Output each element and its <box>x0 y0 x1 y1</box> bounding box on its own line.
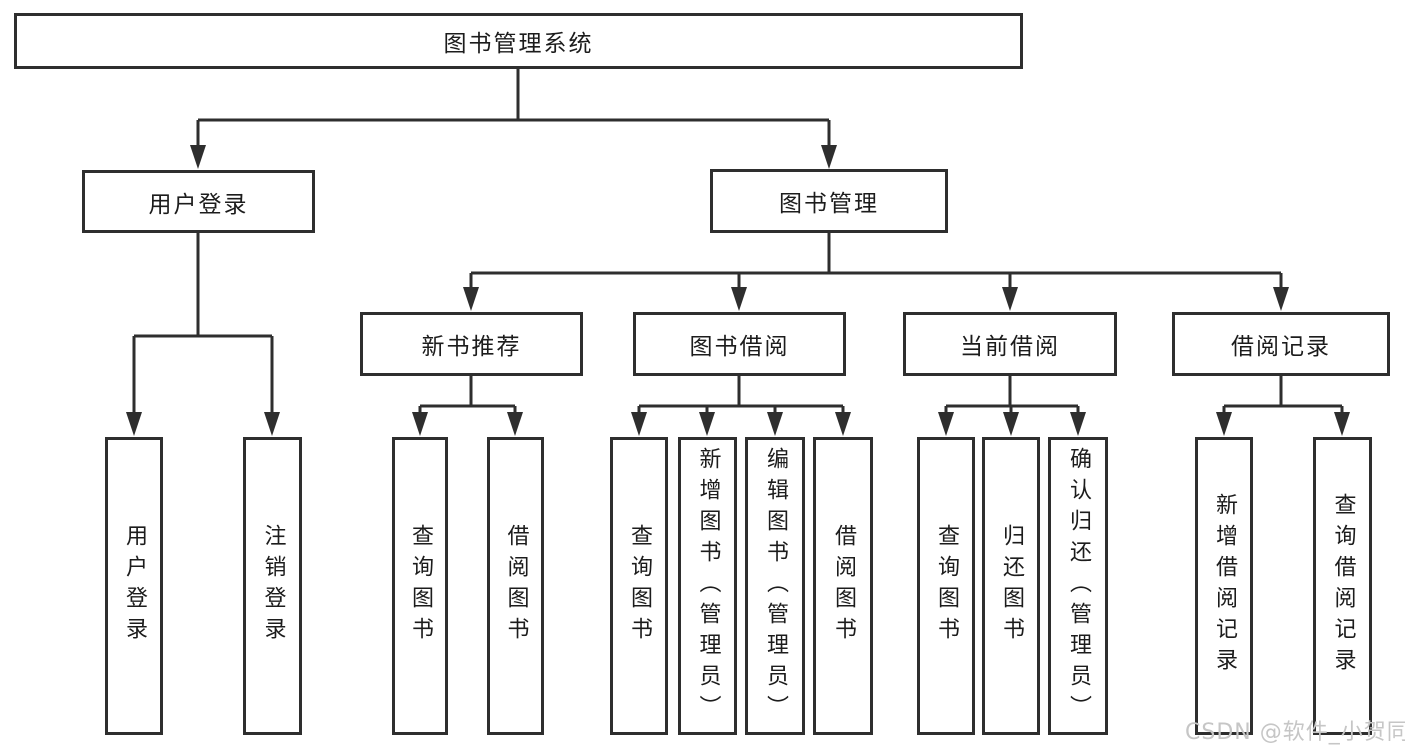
node-leaf-borrow-books-recommend: 借阅图书 <box>487 437 544 735</box>
node-leaf-query-books-recommend: 查询图书 <box>392 437 448 735</box>
node-leaf-return-books: 归还图书 <box>982 437 1040 735</box>
node-leaf-logout: 注销登录 <box>243 437 302 735</box>
node-leaf-add-borrow-record: 新增借阅记录 <box>1195 437 1253 735</box>
node-leaf-edit-book-admin: 编辑图书（管理员） <box>745 437 805 735</box>
node-new-book-recommendation: 新书推荐 <box>360 312 583 376</box>
node-leaf-borrow-books: 借阅图书 <box>813 437 873 735</box>
node-borrowing-records: 借阅记录 <box>1172 312 1390 376</box>
node-leaf-query-books-borrowing: 查询图书 <box>610 437 668 735</box>
node-leaf-confirm-return-admin: 确认归还（管理员） <box>1048 437 1108 735</box>
node-user-login: 用户登录 <box>82 170 315 233</box>
node-leaf-query-books-current: 查询图书 <box>917 437 975 735</box>
node-book-borrowing: 图书借阅 <box>633 312 846 376</box>
node-library-system: 图书管理系统 <box>14 13 1023 69</box>
node-leaf-add-book-admin: 新增图书（管理员） <box>678 437 737 735</box>
node-book-management: 图书管理 <box>710 169 948 233</box>
node-leaf-query-borrow-record: 查询借阅记录 <box>1313 437 1372 735</box>
csdn-watermark: CSDN @软件_小贺同学 <box>1185 720 1405 745</box>
node-current-borrowing: 当前借阅 <box>903 312 1117 376</box>
node-leaf-user-login: 用户登录 <box>105 437 163 735</box>
